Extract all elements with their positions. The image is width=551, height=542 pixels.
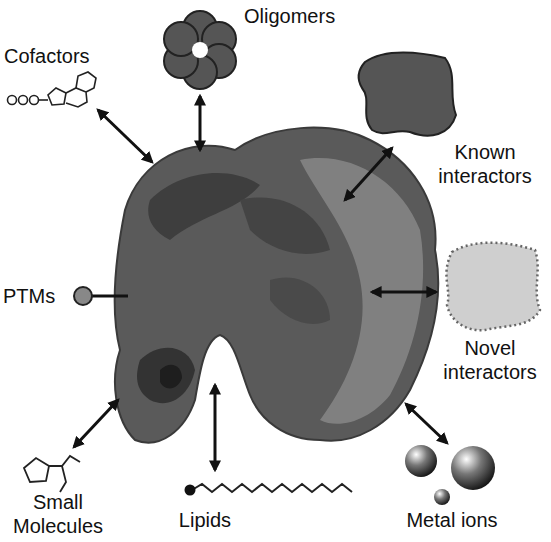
metal-ion-icon [405,445,495,505]
small-molecules-label: Small Molecules [2,490,114,538]
oligomer-icon [164,11,236,89]
protein-surface [115,128,439,443]
known-interactor-shape [358,53,456,136]
cofactors-label: Cofactors [4,44,114,68]
lipids-label: Lipids [160,508,250,532]
ptms-label: PTMs [3,284,73,308]
novel-interactor-shape [446,243,540,330]
novel-interactors-label: Novel interactors [432,336,548,384]
known-interactors-label: Known interactors [425,140,545,188]
interaction-arrows [74,96,447,470]
oligomers-label: Oligomers [244,4,354,28]
small-molecule-icon [24,456,80,492]
ptm-icon [74,287,128,305]
cofactor-icon [8,72,97,107]
lipid-icon [185,484,353,496]
metal-ions-label: Metal ions [382,508,522,532]
